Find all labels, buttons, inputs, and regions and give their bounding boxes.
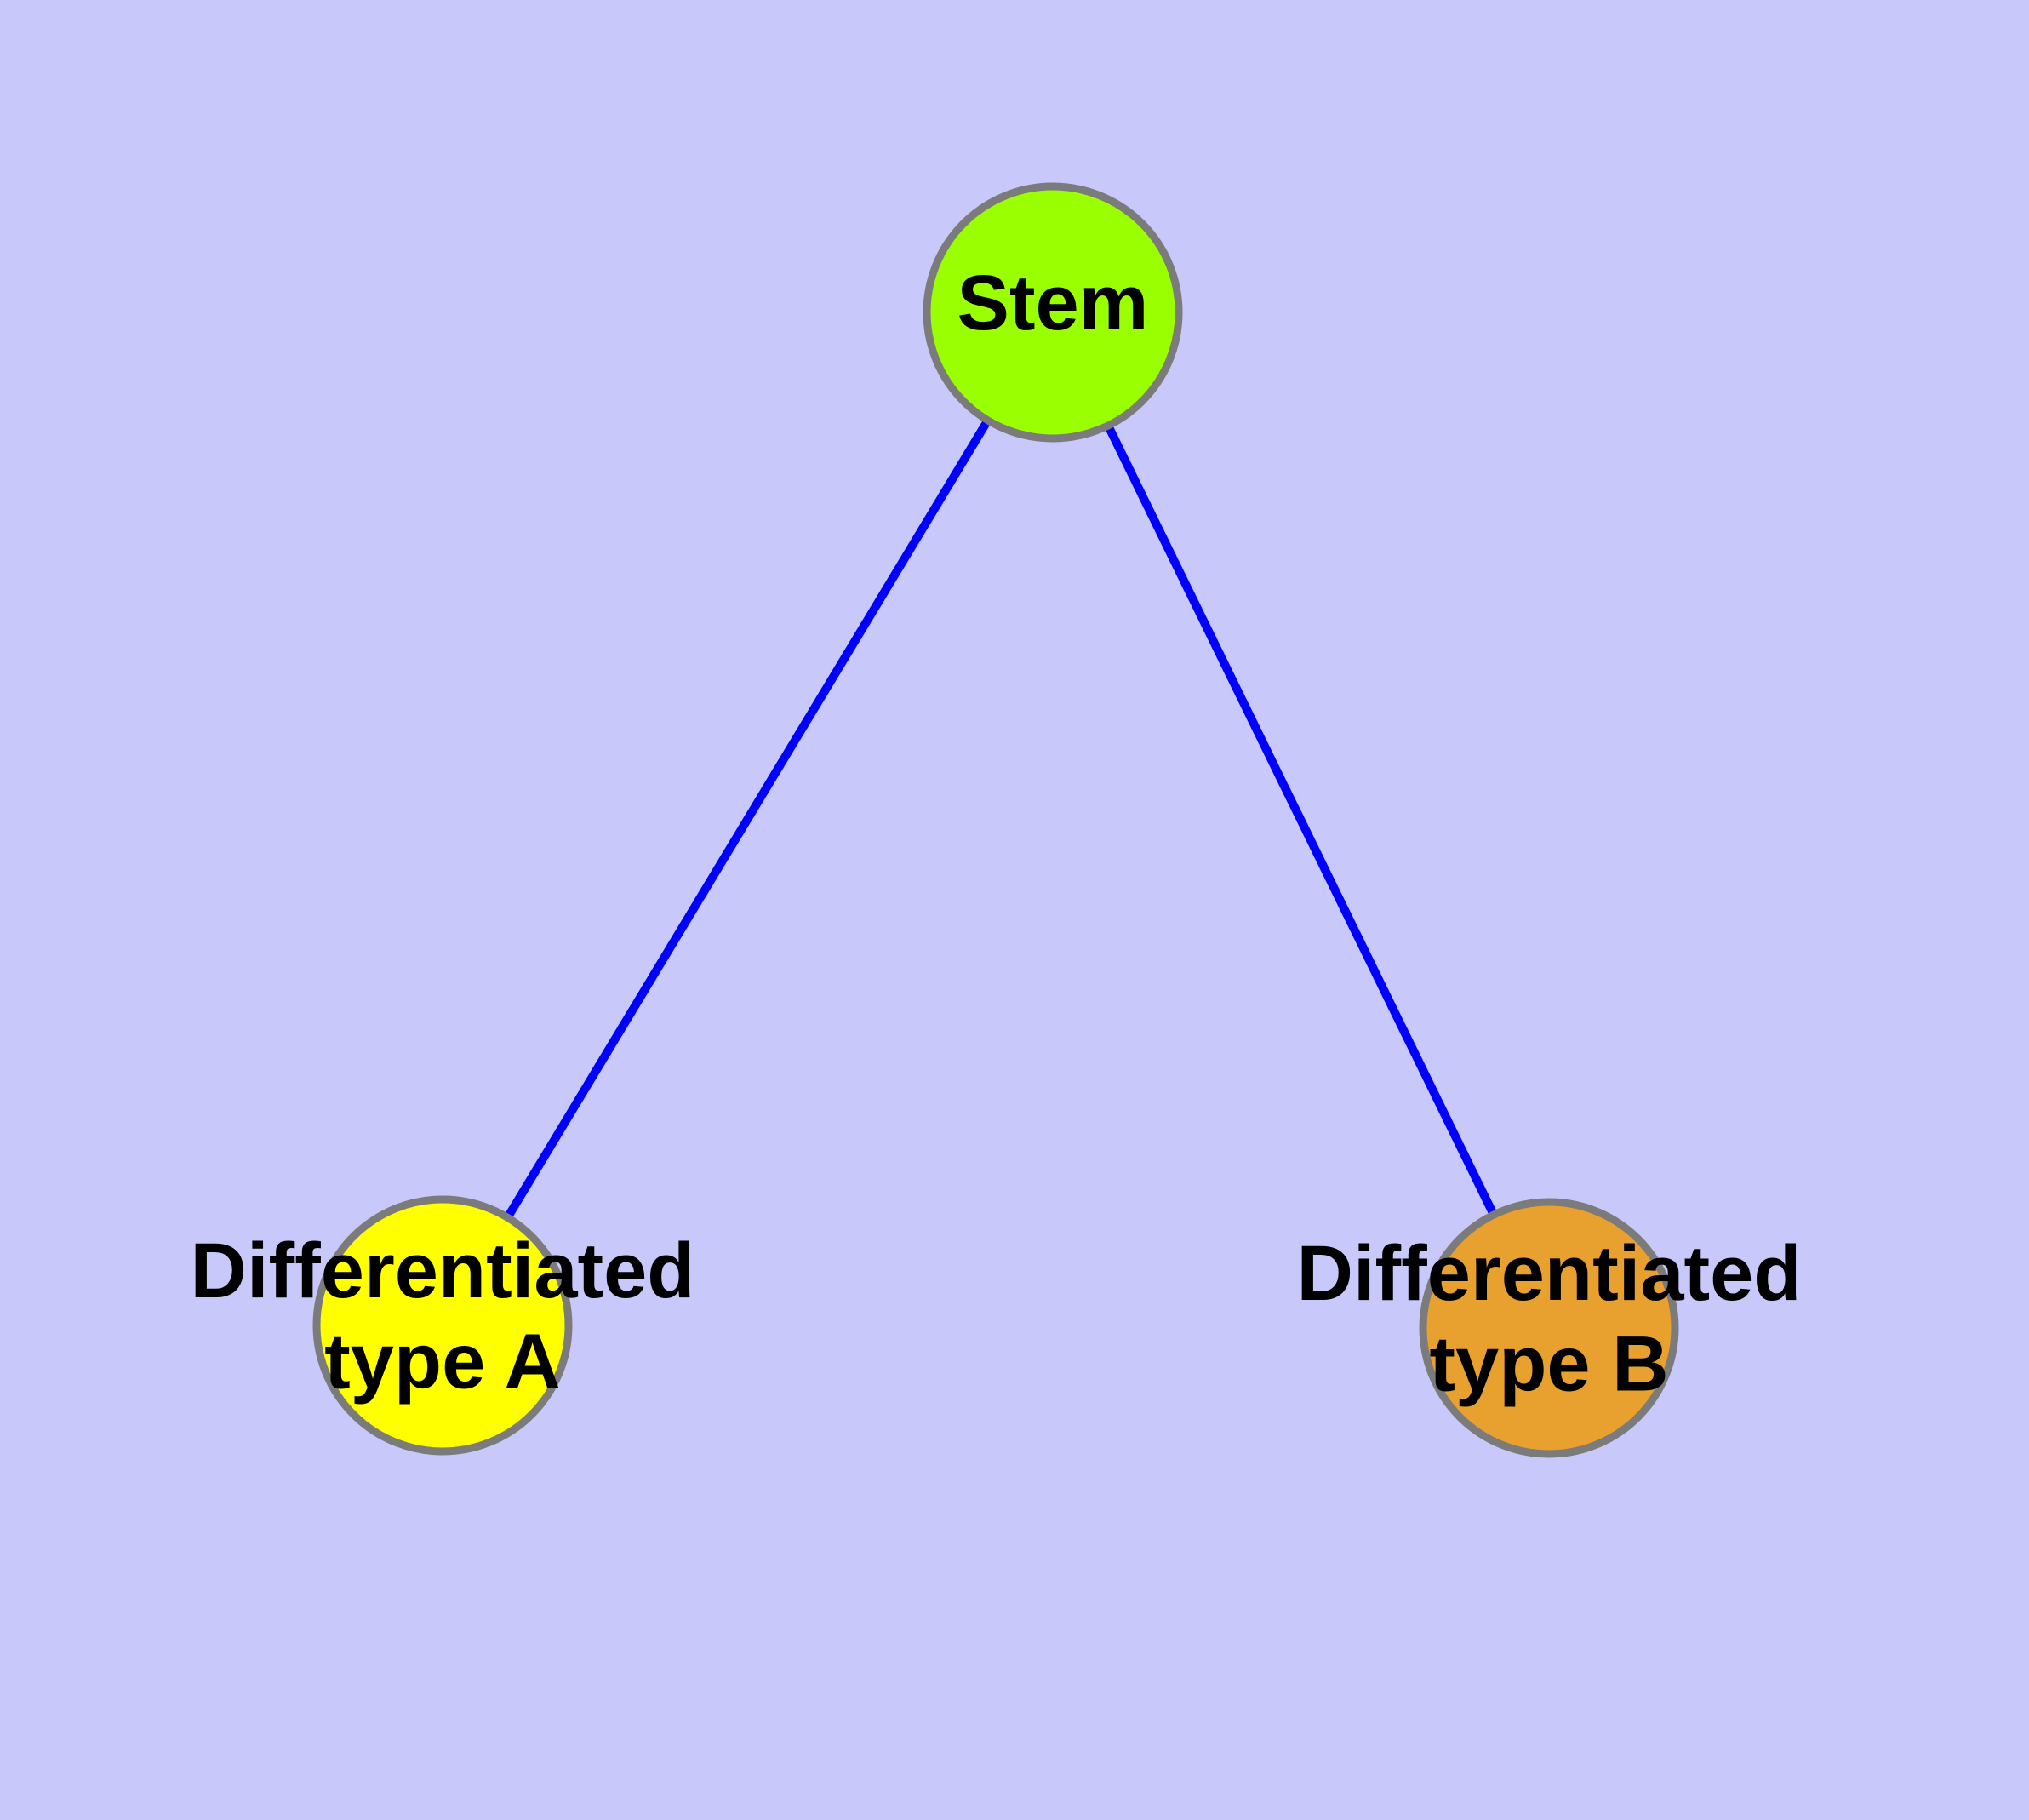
node-label-line: Differentiated bbox=[1297, 1230, 1802, 1317]
node-label-line: Stem bbox=[957, 260, 1149, 346]
node-label-line: type A bbox=[324, 1319, 561, 1405]
edges-layer bbox=[438, 310, 1553, 1331]
node-diff_a[interactable] bbox=[312, 1195, 573, 1456]
edge-stem-to-a[interactable] bbox=[438, 310, 1057, 1328]
node-diff_b[interactable] bbox=[1419, 1198, 1679, 1458]
node-stem[interactable] bbox=[923, 182, 1183, 443]
nodes-layer bbox=[312, 182, 1679, 1458]
edge-stem-to-b[interactable] bbox=[1049, 310, 1553, 1331]
node-label-stem: Stem bbox=[957, 260, 1149, 346]
node-label-line: type B bbox=[1429, 1321, 1668, 1408]
node-label-line: Differentiated bbox=[191, 1228, 695, 1314]
